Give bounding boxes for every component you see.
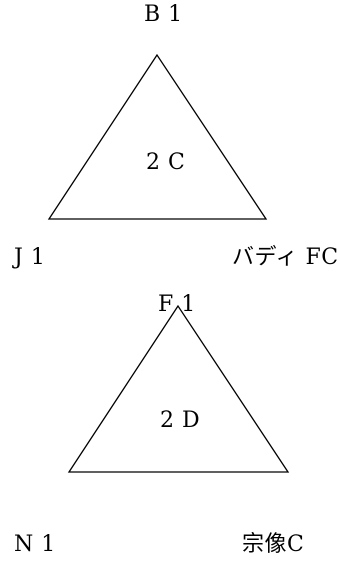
- vertex-left-label-2: N 1: [14, 532, 56, 557]
- triangle-1: [47, 53, 268, 220]
- triangle-center-label-2: 2 D: [160, 408, 201, 433]
- vertex-right-label-1: バディ FC: [232, 245, 339, 270]
- triangle-2-shape: [67, 304, 290, 473]
- triangle-1-shape: [47, 53, 268, 220]
- vertex-left-label-1: J 1: [14, 245, 46, 270]
- vertex-right-label-2: 宗像C: [242, 532, 305, 557]
- vertex-top-label-1: B 1: [144, 2, 183, 27]
- vertex-top-label-2: F 1: [158, 292, 196, 317]
- triangle-center-label-1: 2 C: [146, 150, 186, 175]
